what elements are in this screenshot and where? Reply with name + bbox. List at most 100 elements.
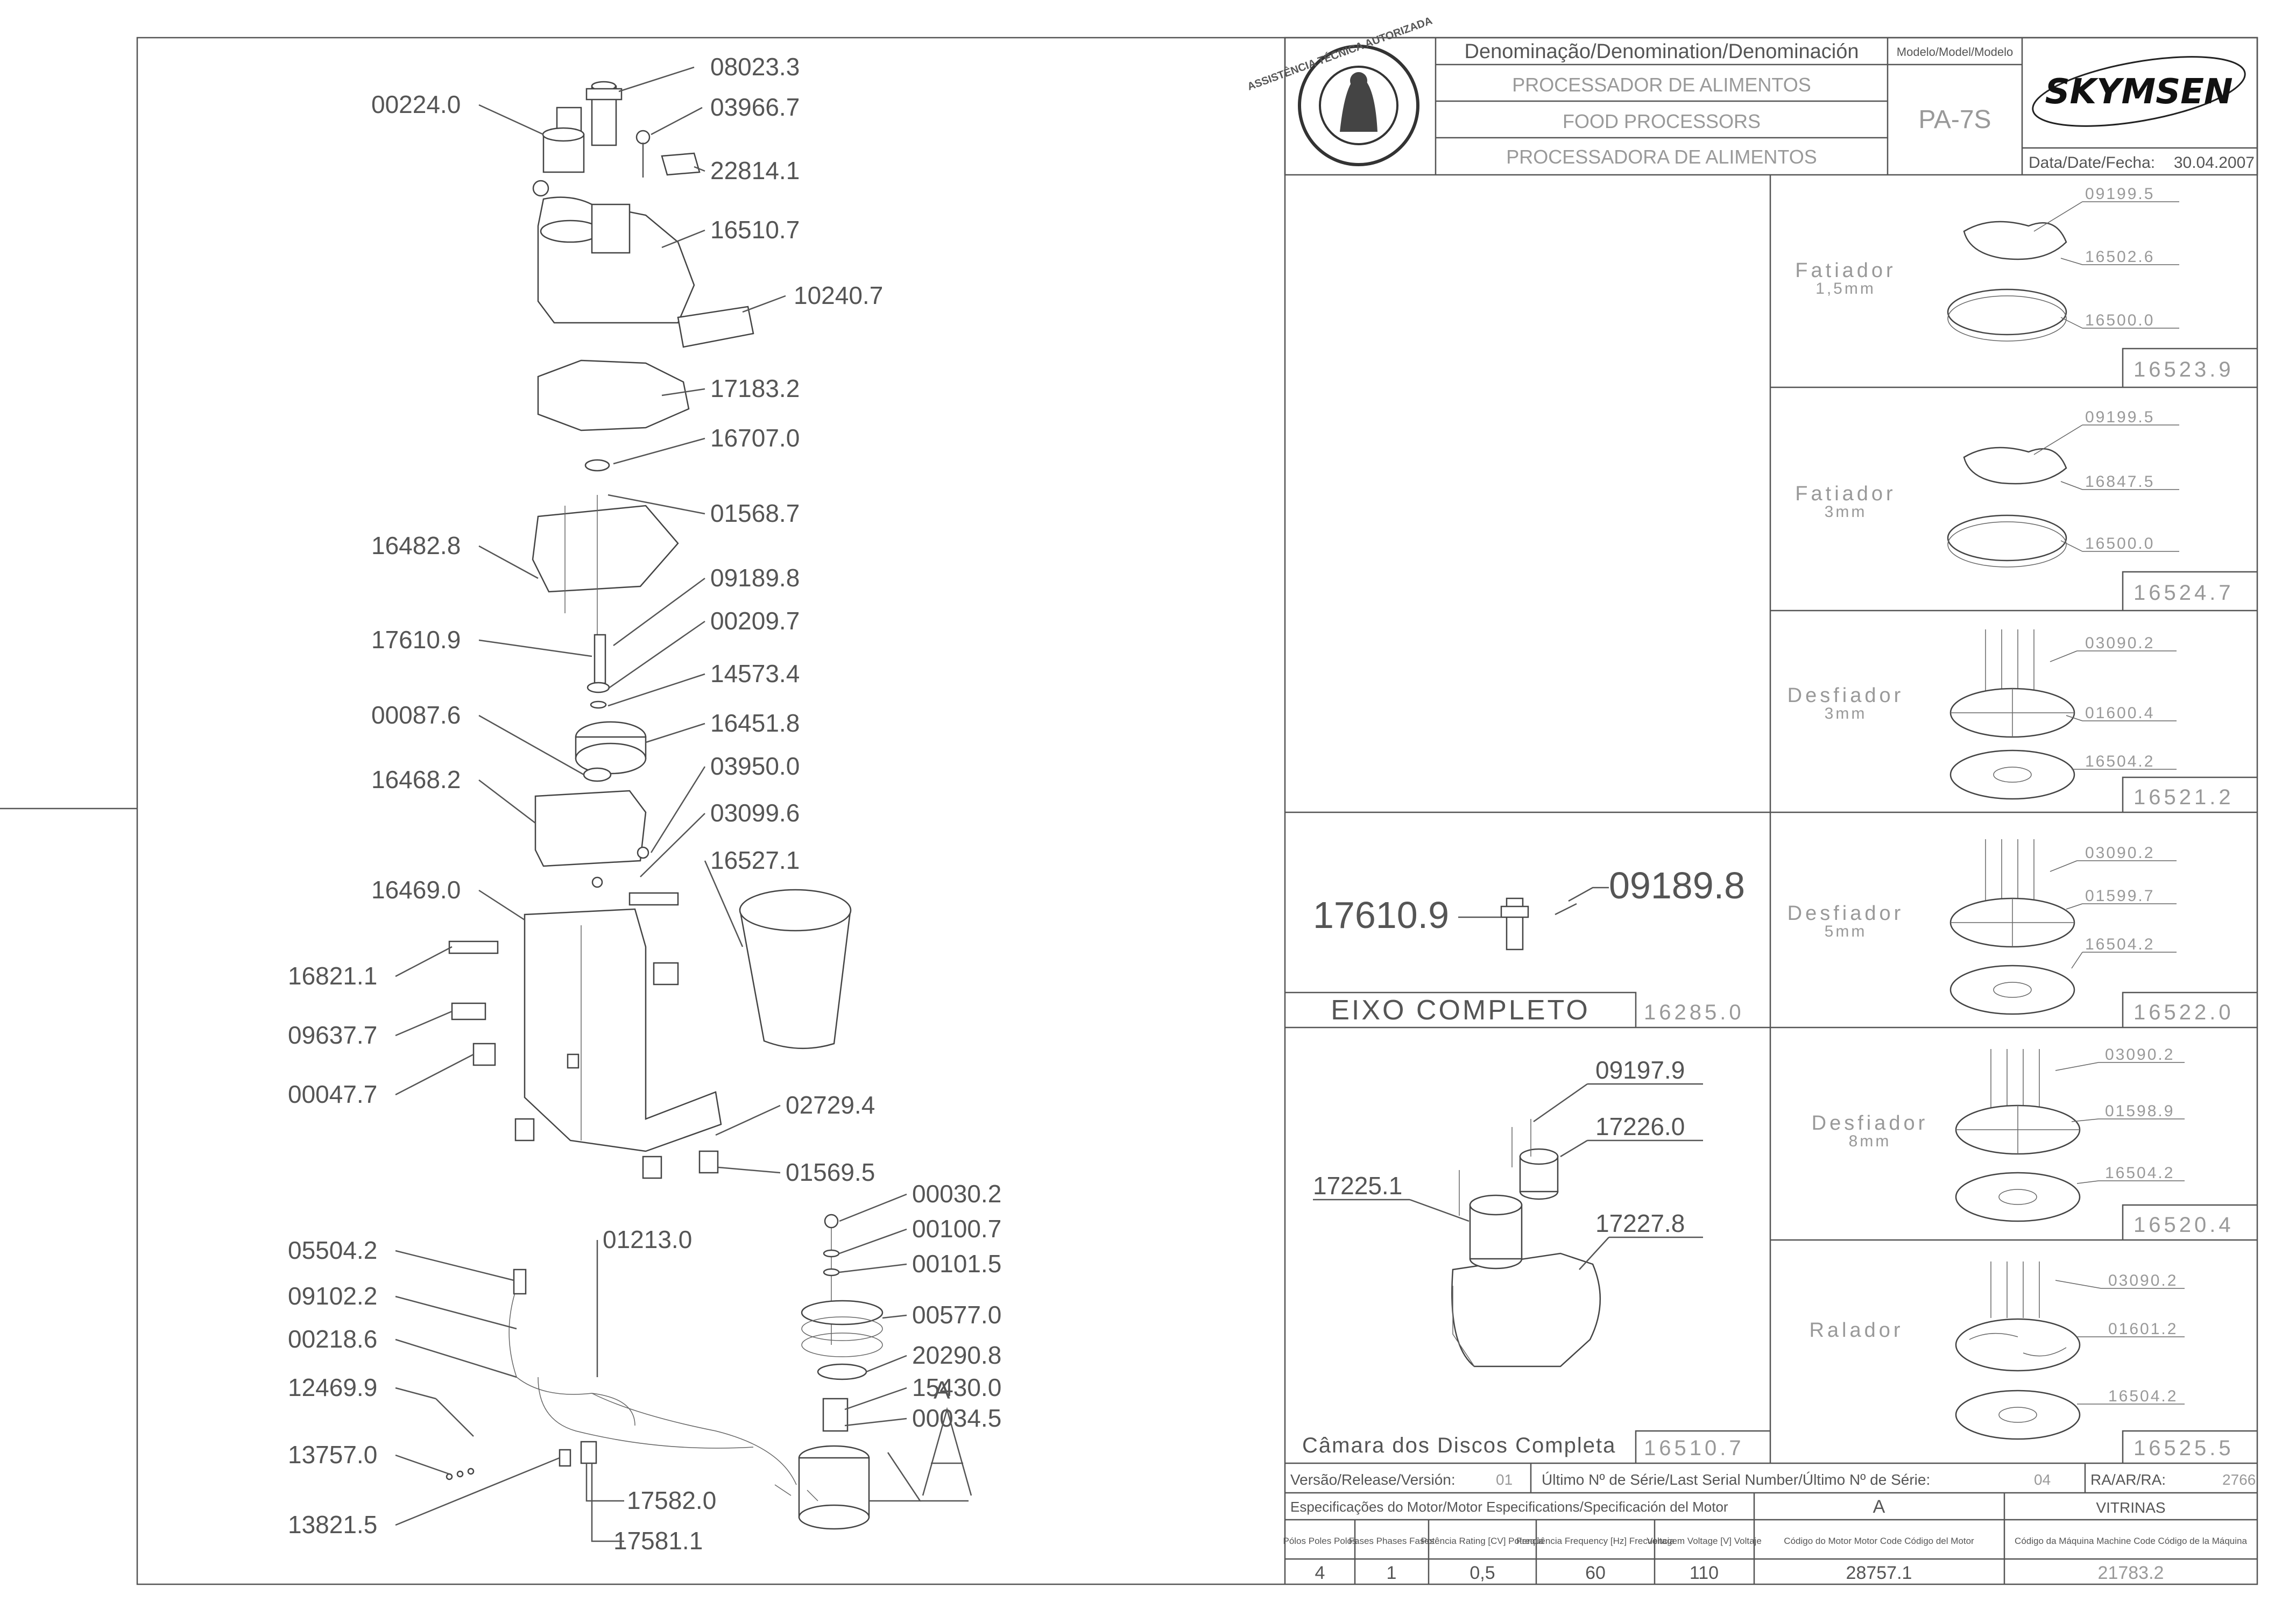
version-label: Versão/Release/Versión: [1290, 1471, 1456, 1488]
disc-kit-code: 16521.2 [2133, 785, 2234, 809]
disc-panel-slicer-1-5mm: Fatiador 1,5mm 09199.5 16502.6 16500.0 1… [1795, 185, 2257, 387]
part-label: 09102.2 [288, 1282, 377, 1310]
disc-kit-code: 16522.0 [2133, 1001, 2234, 1024]
value-phases: 1 [1387, 1563, 1397, 1583]
disc-size: 3mm [1825, 503, 1867, 521]
part-label: 16707.0 [710, 424, 800, 452]
main-exploded-view: A [435, 81, 972, 1530]
brand-name: SKYMSEN [2045, 72, 2233, 112]
disc-part-label: 16504.2 [2108, 1387, 2178, 1405]
part-label: 12469.9 [288, 1373, 377, 1401]
disc-panel-slicer-3mm: Fatiador 3mm 09199.5 16847.5 16500.0 165… [1795, 408, 2257, 611]
serial-label: Último Nº de Série/Last Serial Number/Úl… [1542, 1471, 1930, 1488]
disc-name: Desfiador [1788, 902, 1904, 925]
motor-marker-label: A [934, 1376, 950, 1404]
disc-part-label: 01599.7 [2085, 887, 2154, 905]
disc-part-label: 16504.2 [2105, 1164, 2174, 1182]
disc-panels-grid [1285, 175, 2257, 1464]
title-block: ASSISTÊNCIA TÉCNICA AUTORIZADA Denominaç… [1246, 14, 2258, 176]
disc-panel-grater: Ralador 03090.2 01601.2 16504.2 16525.5 [1809, 1261, 2257, 1463]
model-label: Modelo/Model/Modelo [1897, 45, 2013, 59]
disc-chamber-panel: 09197.9 17226.0 17225.1 17227.8 Câmara d… [1302, 1056, 1770, 1463]
disc-part-label: 03090.2 [2108, 1272, 2178, 1289]
header-motor-code: Código do Motor Motor Code Código del Mo… [1784, 1536, 1974, 1546]
chamber-title: Câmara dos Discos Completa [1302, 1434, 1616, 1457]
serial-value: 04 [2034, 1471, 2051, 1488]
disc-part-label: 09199.5 [2085, 408, 2154, 426]
part-label: 09189.8 [710, 564, 800, 592]
disc-part-label: 01601.2 [2108, 1320, 2178, 1338]
vitrinas-label: VITRINAS [2096, 1499, 2165, 1516]
part-label: 16482.8 [371, 531, 461, 559]
disc-name: Desfiador [1812, 1112, 1928, 1135]
disc-part-label: 16502.6 [2085, 248, 2154, 266]
motor-spec-title: Especificações do Motor/Motor Especifica… [1290, 1499, 1728, 1515]
part-label: 14573.4 [710, 660, 800, 688]
part-label: 00218.6 [288, 1325, 377, 1353]
denomination-es: PROCESSADORA DE ALIMENTOS [1506, 146, 1817, 168]
disc-part-label: 16504.2 [2085, 935, 2154, 953]
authorized-service-seal: ASSISTÊNCIA TÉCNICA AUTORIZADA [1246, 14, 1434, 166]
disc-size: 5mm [1825, 923, 1867, 940]
part-label: 17610.9 [371, 626, 461, 654]
part-label: 09637.7 [288, 1021, 377, 1049]
part-label: 00209.7 [710, 607, 800, 635]
part-label: 03950.0 [710, 752, 800, 780]
part-label: 05504.2 [288, 1236, 377, 1264]
header-frequency: Freqüência Frequency [Hz] Frecuencia [1516, 1536, 1675, 1546]
part-label: 01568.7 [710, 499, 800, 527]
motor-marker: A [1873, 1497, 1885, 1517]
value-machine-code: 21783.2 [2098, 1563, 2164, 1583]
header-voltage: Voltagem Voltage [V] Voltaje [1647, 1536, 1762, 1546]
part-label: 01569.5 [786, 1158, 875, 1186]
model-value: PA-7S [1918, 105, 1991, 134]
ra-label: RA/AR/RA: [2090, 1471, 2166, 1488]
part-label: 15430.0 [912, 1373, 1001, 1401]
disc-kit-code: 16524.7 [2133, 581, 2234, 605]
drawing-frame [0, 37, 2258, 1585]
chamber-part-label: 17225.1 [1313, 1172, 1402, 1200]
motor-spec-table: Especificações do Motor/Motor Especifica… [1283, 1493, 2257, 1584]
part-label: 22814.1 [710, 157, 800, 185]
value-voltage: 110 [1690, 1563, 1719, 1583]
part-label: 02729.4 [786, 1091, 875, 1119]
disc-name: Fatiador [1795, 259, 1896, 282]
part-label: 00100.7 [912, 1215, 1001, 1243]
part-label: 00101.5 [912, 1250, 1001, 1278]
part-label: 16469.0 [371, 876, 461, 904]
shaft-title: EIXO COMPLETO [1331, 995, 1590, 1026]
denomination-label: Denominação/Denomination/Denominación [1465, 40, 1859, 63]
release-row: Versão/Release/Versión: 01 Último Nº de … [1285, 1463, 2257, 1494]
version-value: 01 [1496, 1471, 1513, 1488]
part-label: 03966.7 [710, 93, 800, 121]
disc-kit-code: 16525.5 [2133, 1436, 2234, 1460]
shaft-part-label: 17610.9 [1313, 894, 1449, 936]
disc-name: Ralador [1809, 1319, 1903, 1342]
chamber-part-label: 09197.9 [1595, 1056, 1685, 1084]
disc-panel-shredder-3mm: Desfiador 3mm 03090.2 01600.4 16504.2 16… [1788, 629, 2257, 812]
disc-name: Desfiador [1788, 684, 1904, 707]
shaft-kit-code: 16285.0 [1644, 1001, 1744, 1024]
disc-size: 8mm [1849, 1132, 1891, 1150]
shaft-part-label: 09189.8 [1609, 864, 1745, 906]
disc-part-label: 16504.2 [2085, 753, 2154, 770]
disc-kit-code: 16523.9 [2133, 358, 2234, 381]
header-poles: Pólos Poles Polos [1283, 1536, 1357, 1546]
part-label: 10240.7 [794, 281, 883, 309]
part-label: 13821.5 [288, 1511, 377, 1539]
chamber-part-label: 17226.0 [1595, 1112, 1685, 1140]
part-label: 16468.2 [371, 766, 461, 793]
part-label: 03099.6 [710, 799, 800, 827]
disc-size: 3mm [1825, 705, 1867, 722]
disc-panel-shredder-5mm: Desfiador 5mm 03090.2 01599.7 16504.2 16… [1788, 839, 2257, 1027]
disc-part-label: 03090.2 [2085, 634, 2154, 652]
part-label: 00087.6 [371, 701, 461, 729]
shaft-assembly-panel: 17610.9 09189.8 EIXO COMPLETO 16285.0 [1285, 864, 1745, 1027]
denomination-en: FOOD PROCESSORS [1563, 110, 1761, 132]
part-label: 00047.7 [288, 1080, 377, 1108]
disc-part-label: 01600.4 [2085, 704, 2154, 722]
disc-part-label: 16847.5 [2085, 473, 2154, 491]
part-label: 16527.1 [710, 846, 800, 874]
disc-name: Fatiador [1795, 483, 1896, 505]
